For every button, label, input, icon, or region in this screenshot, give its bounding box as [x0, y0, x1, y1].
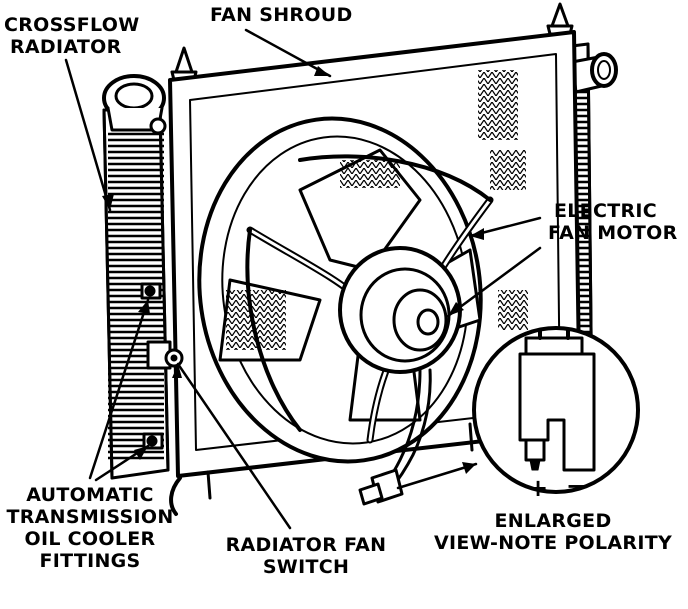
oil-cooler-fittings [140, 282, 164, 450]
electric-fan-motor [338, 246, 462, 374]
leader-fan-shroud [244, 28, 332, 78]
leader-crossflow-radiator [64, 58, 112, 212]
label-oil-cooler-fittings: AUTOMATIC TRANSMISSION OIL COOLER FITTIN… [6, 484, 174, 572]
polarity-marks: + − [528, 472, 586, 502]
leader-oil-cooler-1 [88, 298, 150, 480]
fan-motor-wiring [358, 368, 432, 506]
label-fan-shroud: FAN SHROUD [210, 4, 353, 26]
polarity-minus: − [566, 472, 586, 500]
enlarged-connector-view [472, 326, 640, 494]
lower-brackets [169, 422, 474, 516]
radiator-fan-switch [146, 340, 184, 370]
radiator-filler-neck [102, 74, 167, 135]
label-crossflow-radiator: CROSSFLOW RADIATOR [4, 14, 140, 58]
leader-fan-switch [176, 362, 292, 530]
label-enlarged-view: ENLARGED VIEW-NOTE POLARITY [433, 510, 673, 554]
leader-electric-fan-motor-2 [446, 246, 542, 318]
label-radiator-fan-switch: RADIATOR FAN SWITCH [225, 534, 387, 578]
polarity-plus: + [528, 474, 548, 502]
leader-arrowheads [102, 66, 484, 474]
leader-enlarged-view [396, 462, 478, 490]
label-electric-fan-motor: ELECTRIC FAN MOTOR [548, 200, 678, 244]
